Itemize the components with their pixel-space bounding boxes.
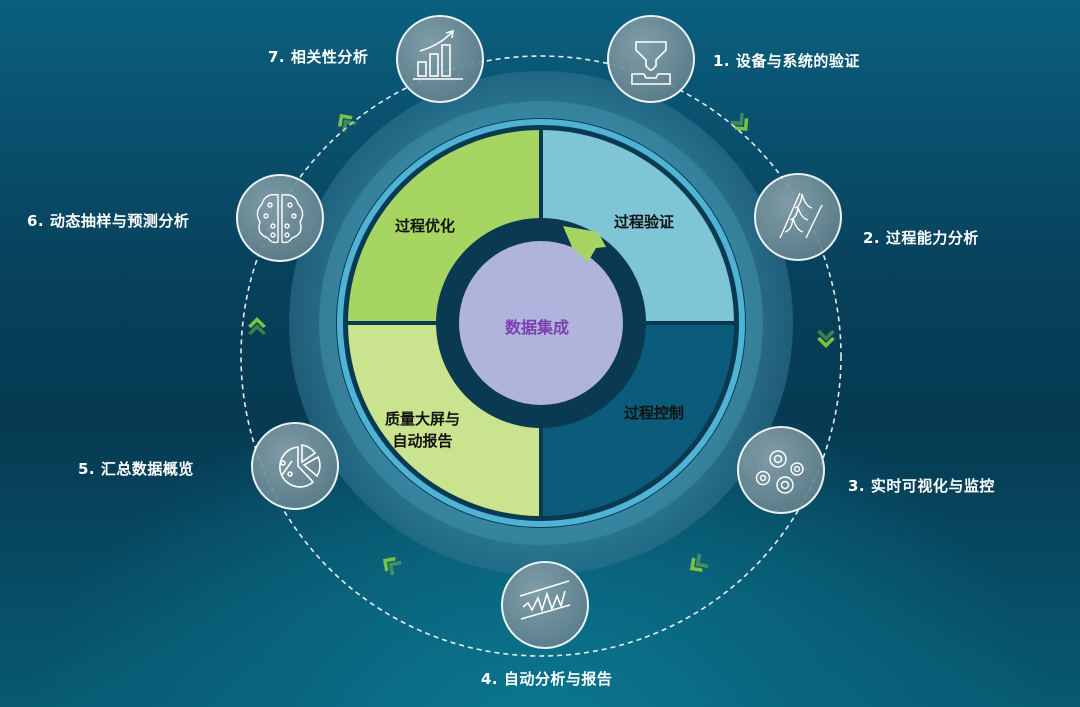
node-1-equipment-validation[interactable] <box>607 15 695 103</box>
step-label-4: 4. 自动分析与报告 <box>481 670 613 688</box>
step-label-6: 6. 动态抽样与预测分析 <box>27 212 190 230</box>
center-disc[interactable] <box>459 241 623 405</box>
node-2-process-capability[interactable] <box>754 173 842 261</box>
distribution-curves-icon <box>779 192 823 239</box>
step-label-2: 2. 过程能力分析 <box>863 229 979 247</box>
brain-circuit-icon <box>256 194 304 244</box>
step-label-5: 5. 汇总数据概览 <box>78 460 194 478</box>
node-6-dynamic-sampling[interactable] <box>236 174 324 262</box>
step-label-7: 7. 相关性分析 <box>268 48 369 66</box>
step-label-1: 1. 设备与系统的验证 <box>713 52 860 70</box>
trend-channel-icon <box>519 580 571 620</box>
gears-icon <box>755 450 804 494</box>
bar-chart-growth-icon <box>413 29 463 80</box>
node-4-auto-analysis[interactable] <box>501 561 589 649</box>
quadrant-label-line1: 质量大屏与 <box>385 410 461 428</box>
hopper-machine-icon <box>631 41 671 85</box>
quadrant-label-optimization: 过程优化 <box>395 217 456 235</box>
cycle-arrow-icon <box>563 226 606 262</box>
node-5-summary-overview[interactable] <box>251 422 339 510</box>
orbit-path <box>240 55 842 657</box>
quadrant-label-line2: 自动报告 <box>392 432 453 450</box>
blue-ring <box>337 119 745 527</box>
node-7-correlation[interactable] <box>396 15 484 103</box>
step-label-3: 3. 实时可视化与监控 <box>848 477 995 495</box>
quadrant-label-validation: 过程验证 <box>614 213 675 231</box>
quadrant-label-dashboard: 质量大屏与 自动报告 <box>385 408 460 452</box>
orbit-chevrons <box>248 112 835 576</box>
center-label: 数据集成 <box>505 318 570 337</box>
quadrant-label-control: 过程控制 <box>624 404 685 422</box>
node-3-realtime-monitoring[interactable] <box>737 426 825 514</box>
pie-chart-percent-icon <box>279 444 321 488</box>
